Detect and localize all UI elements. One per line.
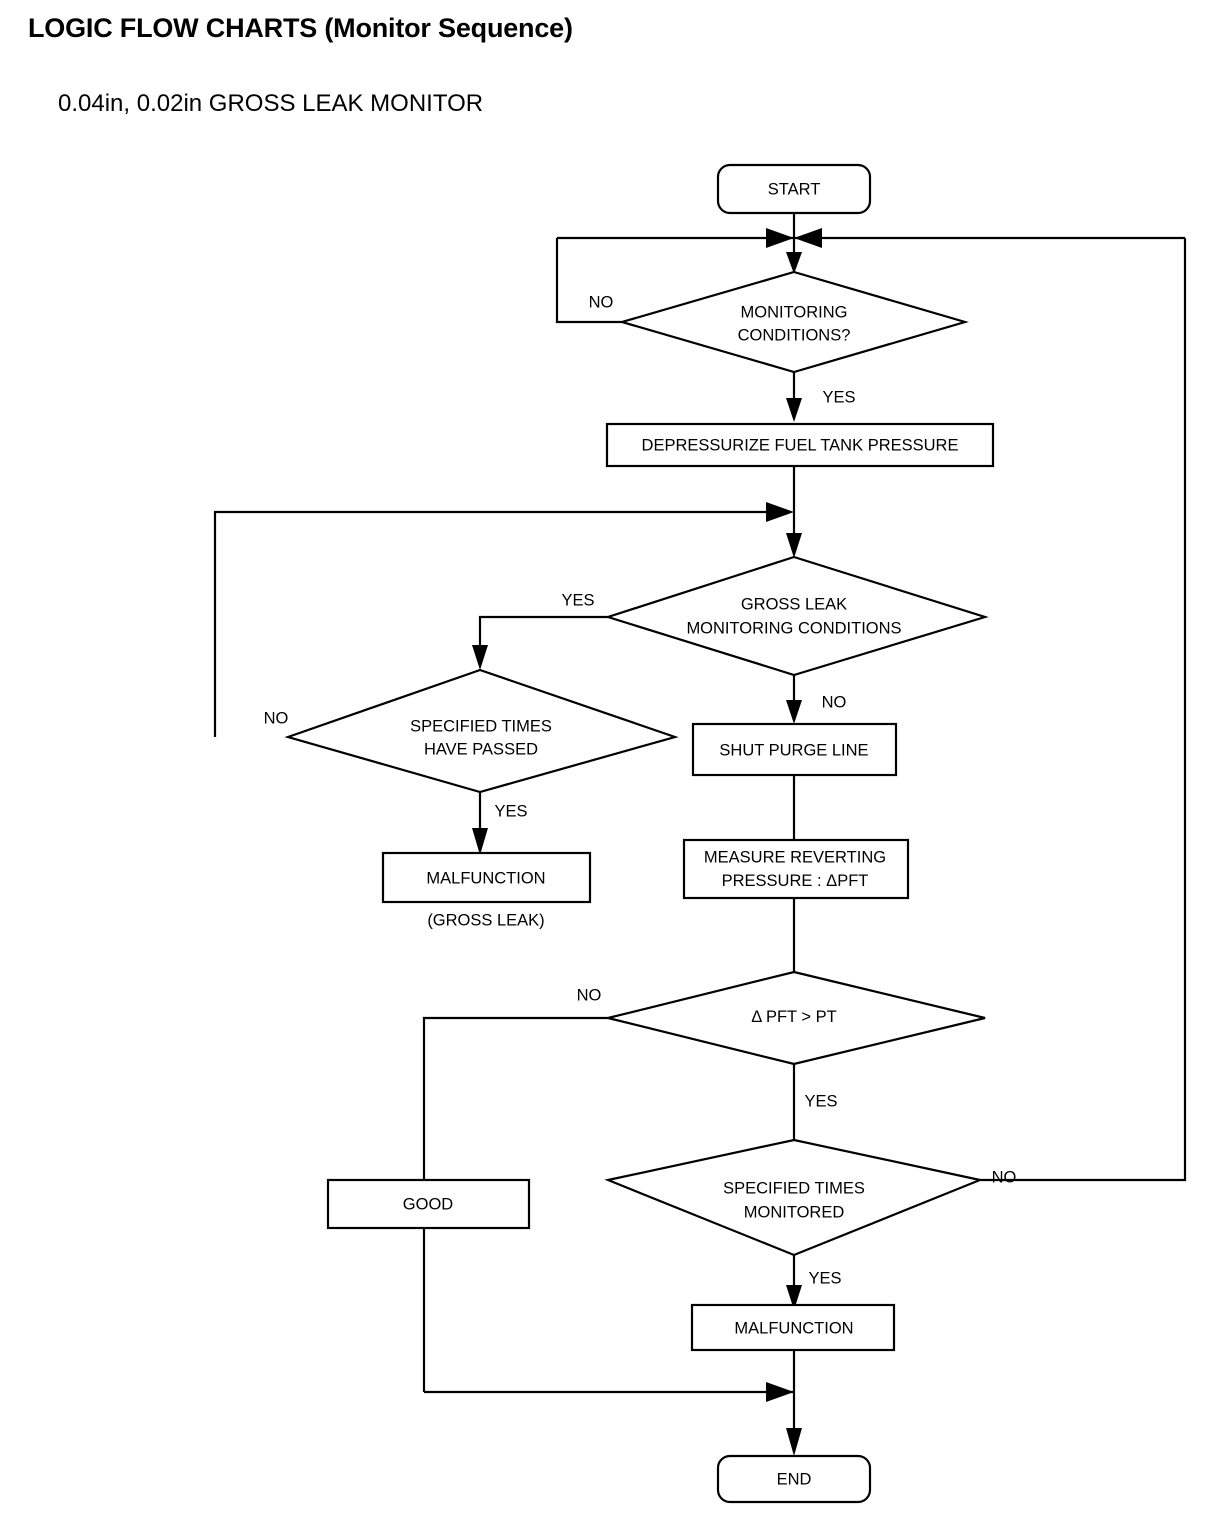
arrowhead-into-monitoring (786, 252, 802, 274)
delta-symbol-icon-2: Δ (751, 1008, 762, 1026)
node-monitoring-conditions-label-2: CONDITIONS? (738, 326, 851, 344)
node-malfunction-gross-leak[interactable] (381, 851, 592, 904)
edge-label-pft-no: NO (577, 986, 602, 1004)
node-gross-leak-conditions[interactable] (604, 555, 989, 677)
node-gross-leak-conditions-label-1: GROSS LEAK (741, 595, 847, 613)
node-good[interactable] (326, 1178, 531, 1230)
arrowhead-good-merge (766, 1382, 794, 1402)
node-start[interactable] (716, 163, 872, 215)
arrowhead-into-end (786, 1428, 802, 1456)
arrowhead-into-times-passed (472, 645, 488, 670)
delta-symbol-icon: Δ (826, 872, 837, 890)
measure-pressure-prefix: PRESSURE : (722, 872, 827, 890)
pft-gt-pt-rest: PFT > PT (761, 1008, 836, 1026)
edge-monitoring-no-return (555, 238, 622, 324)
node-specified-times-monitored[interactable] (604, 1138, 984, 1257)
edge-times-passed-no-return (213, 510, 786, 737)
arrowhead-into-gross-leak (786, 533, 802, 558)
node-measure-reverting[interactable] (682, 838, 910, 900)
arrowhead-right-return-into-join (794, 228, 822, 248)
edge-label-pft-yes: YES (804, 1092, 837, 1110)
node-malfunction-label: MALFUNCTION (734, 1319, 853, 1337)
edge-label-monitored-yes: YES (808, 1269, 841, 1287)
node-specified-times-passed-label-2: HAVE PASSED (424, 740, 538, 758)
edge-label-times-passed-no: NO (264, 709, 289, 727)
edge-label-monitoring-no: NO (589, 293, 614, 311)
node-good-label: GOOD (403, 1195, 454, 1213)
node-end-label: END (777, 1470, 812, 1488)
node-pft-gt-pt-label: Δ PFT > PT (751, 1008, 836, 1026)
arrowhead-into-malfunction (786, 1285, 802, 1310)
node-monitoring-conditions[interactable] (618, 270, 969, 374)
edge-label-times-passed-yes: YES (494, 802, 527, 820)
edge-gross-leak-yes (478, 615, 608, 655)
node-specified-times-passed-label-1: SPECIFIED TIMES (410, 717, 552, 735)
arrowhead-into-malfunction-gross-leak (472, 828, 488, 855)
arrowhead-times-passed-no-return (766, 502, 794, 522)
edge-label-monitored-no: NO (992, 1168, 1017, 1186)
node-malfunction[interactable] (690, 1303, 896, 1352)
edge-label-monitoring-yes: YES (822, 388, 855, 406)
edge-pft-no-to-good (422, 1016, 608, 1392)
node-monitoring-conditions-label-1: MONITORING (741, 303, 848, 321)
node-malfunction-gross-leak-label: MALFUNCTION (426, 869, 545, 887)
arrowhead-into-shut-purge (786, 700, 802, 724)
arrowhead-left-return-into-join (766, 228, 794, 248)
node-start-label: START (768, 180, 821, 198)
node-gross-leak-conditions-label-2: MONITORING CONDITIONS (686, 619, 901, 637)
edge-monitored-no-return (980, 238, 1187, 1182)
node-pft-gt-pt[interactable] (607, 970, 986, 1066)
node-measure-reverting-label-2: PRESSURE : ΔPFT (722, 872, 869, 890)
node-malfunction-gross-leak-caption: (GROSS LEAK) (427, 911, 544, 929)
edge-label-gross-leak-yes: YES (561, 591, 594, 609)
arrowhead-into-depressurize (786, 398, 802, 422)
measure-pressure-suffix: PFT (837, 872, 868, 890)
page-subtitle: 0.04in, 0.02in GROSS LEAK MONITOR (58, 90, 484, 117)
node-depressurize-label: DEPRESSURIZE FUEL TANK PRESSURE (642, 436, 959, 454)
node-specified-times-monitored-label-2: MONITORED (744, 1203, 845, 1221)
node-end[interactable] (716, 1454, 872, 1504)
node-shut-purge-line-label: SHUT PURGE LINE (719, 741, 868, 759)
node-measure-reverting-label-1: MEASURE REVERTING (704, 848, 886, 866)
node-specified-times-passed[interactable] (284, 668, 679, 794)
page-title: LOGIC FLOW CHARTS (Monitor Sequence) (28, 13, 573, 43)
node-depressurize[interactable] (605, 422, 995, 468)
node-shut-purge-line[interactable] (691, 722, 898, 777)
node-specified-times-monitored-label-1: SPECIFIED TIMES (723, 1179, 865, 1197)
edge-label-gross-leak-no: NO (822, 693, 847, 711)
